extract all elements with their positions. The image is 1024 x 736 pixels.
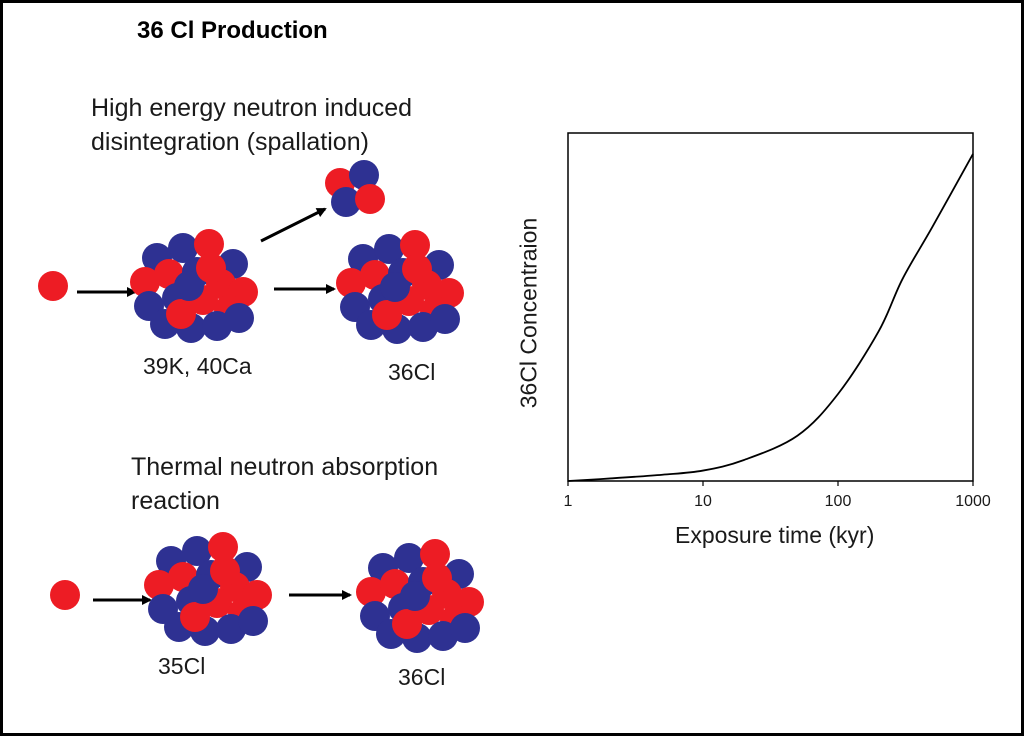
x-tick-label: 100: [824, 493, 852, 510]
neutron-particle: [356, 577, 386, 607]
neutron-particle: [208, 532, 238, 562]
thermal-product-label: 36Cl: [398, 664, 446, 690]
x-axis-ticks: [567, 481, 974, 486]
spallation-heading-line1: High energy neutron induced: [91, 94, 413, 122]
neutron-particle: [180, 602, 210, 632]
concentration-curve: [567, 153, 974, 482]
spallation-product-label: 36Cl: [388, 359, 436, 385]
neutron-particle: [210, 556, 240, 586]
thermal-target-label: 35Cl: [158, 653, 206, 679]
arrow-up-right-icon: [260, 207, 327, 243]
proton-particle: [188, 574, 218, 604]
proton-particle: [374, 234, 404, 264]
spallation-heading-line2: disintegration (spallation): [91, 128, 369, 156]
product-nucleus-cluster: [336, 230, 464, 344]
x-tick-label: 10: [694, 493, 712, 510]
spallation-target-label: 39K, 40Ca: [143, 353, 252, 379]
x-tick-label: 1: [563, 493, 573, 510]
proton-particle: [331, 187, 361, 217]
concentration-chart: [567, 132, 974, 486]
y-axis-label: 36Cl Concentraion: [515, 217, 542, 409]
ejected-fragment-cluster: [325, 160, 385, 217]
proton-particle: [380, 272, 410, 302]
thermal-heading-line2: reaction: [131, 487, 220, 515]
target-nucleus-cluster: [144, 532, 272, 646]
thermal-heading-line1: Thermal neutron absorption: [131, 453, 439, 481]
nuclear-reaction-diagram: [38, 160, 484, 653]
neutron-particle: [400, 230, 430, 260]
neutron-particle: [194, 229, 224, 259]
neutron-particle: [392, 609, 422, 639]
neutron-particle: [50, 580, 80, 610]
neutron-particle: [336, 268, 366, 298]
proton-particle: [394, 543, 424, 573]
thermal-heading: Thermal neutron absorption reaction: [131, 450, 438, 518]
proton-particle: [182, 536, 212, 566]
neutron-particle: [166, 299, 196, 329]
spallation-heading: High energy neutron induced disintegrati…: [91, 91, 412, 159]
product-nucleus-cluster: [356, 539, 484, 653]
figure-title: 36 Cl Production: [137, 17, 328, 44]
proton-particle: [174, 271, 204, 301]
proton-particle: [450, 613, 480, 643]
neutron-particle: [372, 300, 402, 330]
neutron-particle: [38, 271, 68, 301]
neutron-particle: [144, 570, 174, 600]
x-axis-label: Exposure time (kyr): [675, 522, 875, 548]
neutron-particle: [196, 253, 226, 283]
neutron-particle: [402, 254, 432, 284]
chart-plot-frame: [567, 132, 974, 482]
neutron-particle: [355, 184, 385, 214]
proton-particle: [400, 581, 430, 611]
incoming-neutron-icon: [50, 580, 80, 610]
proton-particle: [238, 606, 268, 636]
incoming-neutron-icon: [38, 271, 68, 301]
proton-particle: [224, 303, 254, 333]
target-nucleus-cluster: [130, 229, 258, 343]
proton-particle: [349, 160, 379, 190]
neutron-particle: [420, 539, 450, 569]
proton-particle: [430, 304, 460, 334]
neutron-particle: [422, 563, 452, 593]
x-tick-label: 1000: [955, 493, 991, 510]
neutron-particle: [130, 267, 160, 297]
proton-particle: [168, 233, 198, 263]
